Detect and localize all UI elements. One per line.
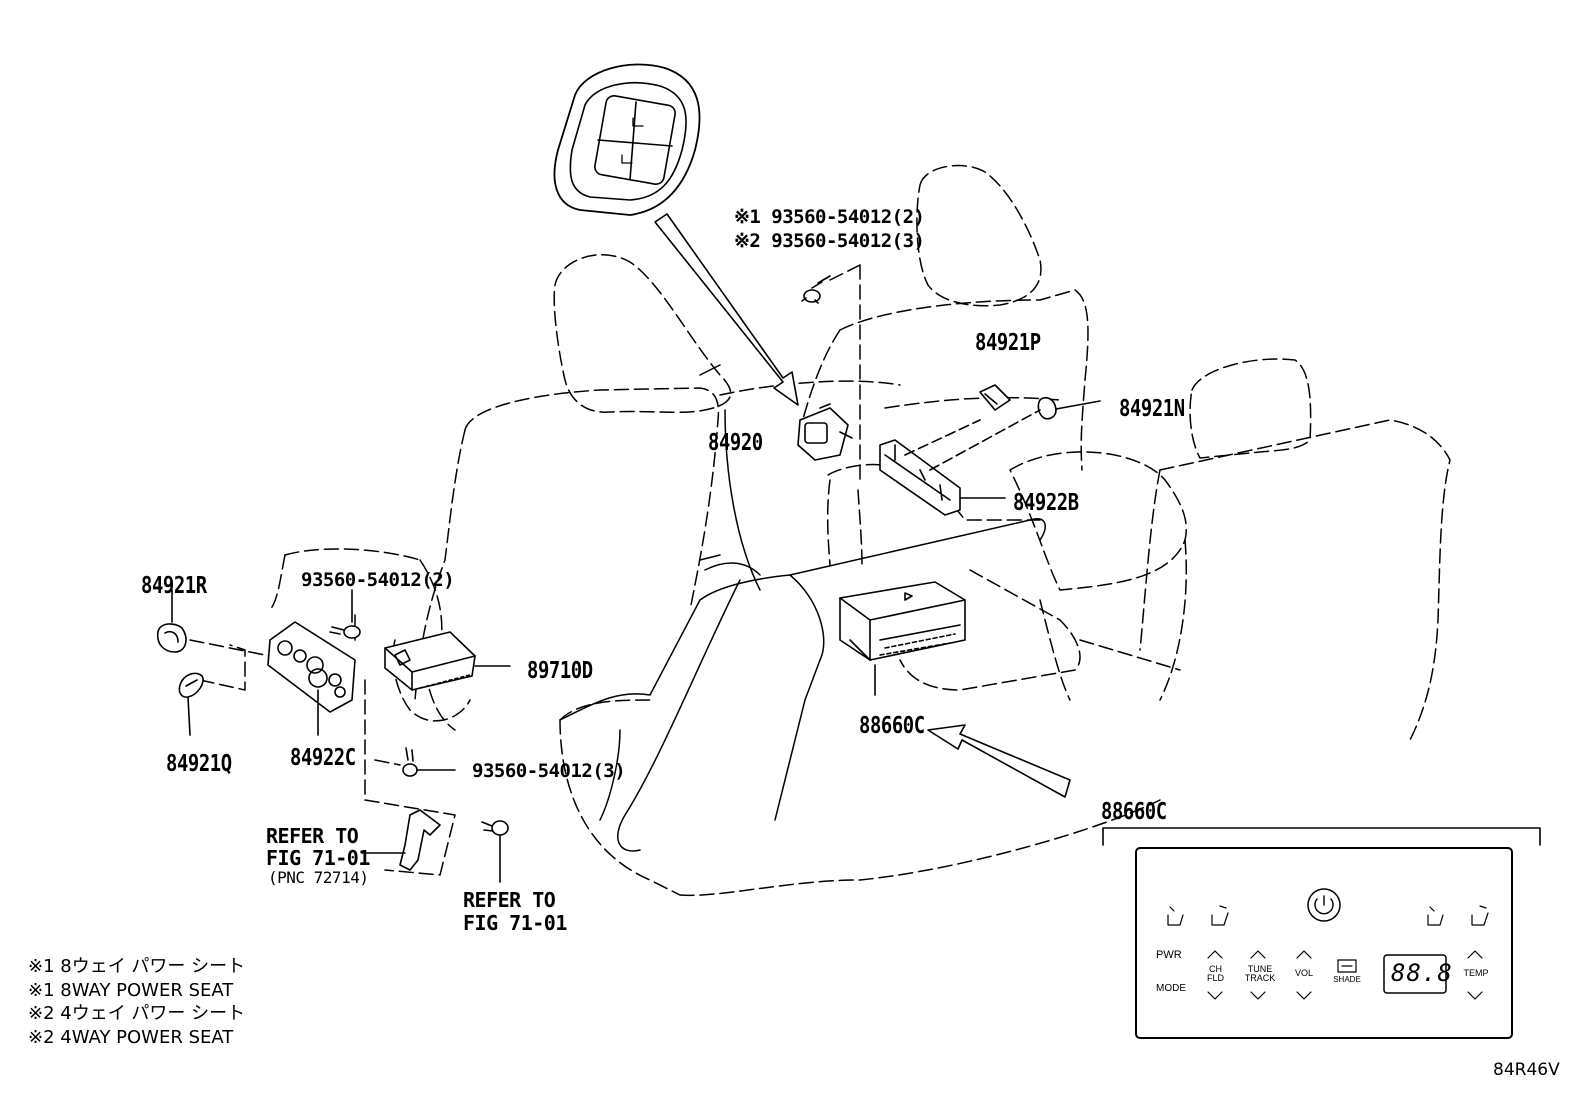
refer-left-line2: FIG 71-01 bbox=[266, 846, 370, 870]
bolt-callout-low: 93560-54012(3) bbox=[472, 760, 626, 782]
panel-pwr-label: PWR bbox=[1156, 949, 1182, 961]
bolt-mid bbox=[329, 589, 361, 639]
bracket-71-01 bbox=[361, 809, 441, 871]
refer-left-line3: (PNC 72714) bbox=[268, 868, 369, 887]
label-84921R: 84921R bbox=[141, 573, 207, 599]
panel-shade-label: SHADE bbox=[1333, 975, 1361, 984]
label-84921Q: 84921Q bbox=[166, 751, 232, 777]
refer-right-line1: REFER TO bbox=[463, 888, 556, 912]
bolt-top bbox=[801, 275, 831, 304]
part-84921R bbox=[156, 589, 187, 653]
switch-callout bbox=[553, 63, 701, 216]
refer-left-line1: REFER TO bbox=[266, 824, 359, 848]
label-89710D: 89710D bbox=[527, 658, 593, 684]
figure-id: 84R46V bbox=[1493, 1060, 1560, 1080]
label-84922B: 84922B bbox=[1013, 490, 1079, 516]
bolt-callout-top-2: ※2 93560-54012(3) bbox=[734, 230, 925, 252]
note-3: ※2 4ウェイ パワー シート bbox=[28, 1003, 246, 1024]
part-89710D bbox=[384, 631, 511, 691]
part-84921P bbox=[979, 384, 1011, 411]
panel-mode-label: MODE bbox=[1156, 983, 1186, 994]
note-1: ※1 8ウェイ パワー シート bbox=[28, 956, 246, 977]
note-4: ※2 4WAY POWER SEAT bbox=[28, 1027, 234, 1048]
bolt-bottom bbox=[481, 820, 509, 883]
panel-track-label: TRACK bbox=[1244, 973, 1276, 983]
panel-vol-label: VOL bbox=[1294, 968, 1313, 978]
refer-right-line2: FIG 71-01 bbox=[463, 911, 567, 935]
bolt-low bbox=[402, 747, 456, 777]
panel-tune-label: TUNE bbox=[1247, 964, 1273, 974]
part-84922B bbox=[879, 409, 1041, 516]
inset-88660C bbox=[1102, 827, 1541, 1039]
panel-display: 88.8 bbox=[1391, 959, 1453, 987]
seat-solid-lines bbox=[559, 364, 1046, 852]
part-84921Q bbox=[178, 672, 204, 736]
label-84921N: 84921N bbox=[1119, 396, 1185, 422]
label-84922C: 84922C bbox=[290, 745, 356, 771]
bolt-callout-mid: 93560-54012(2) bbox=[301, 569, 455, 591]
part-84922C bbox=[267, 621, 356, 736]
part-84921N bbox=[1037, 396, 1101, 420]
bolt-callout-top-1: ※1 93560-54012(2) bbox=[734, 206, 925, 228]
label-84920: 84920 bbox=[708, 430, 763, 456]
panel-ch-label: CH bbox=[1209, 964, 1222, 974]
note-2: ※1 8WAY POWER SEAT bbox=[28, 980, 234, 1001]
label-88660C: 88660C bbox=[859, 713, 925, 739]
panel-temp-label: TEMP bbox=[1463, 968, 1489, 978]
pointer-arrows bbox=[654, 213, 1071, 798]
panel-fld-label: FLD bbox=[1207, 973, 1225, 983]
part-88660C bbox=[839, 581, 966, 696]
label-88660C-inset: 88660C bbox=[1101, 799, 1167, 825]
label-84921P: 84921P bbox=[975, 330, 1041, 356]
part-84920 bbox=[797, 403, 853, 461]
seat-outlines bbox=[189, 164, 1451, 897]
